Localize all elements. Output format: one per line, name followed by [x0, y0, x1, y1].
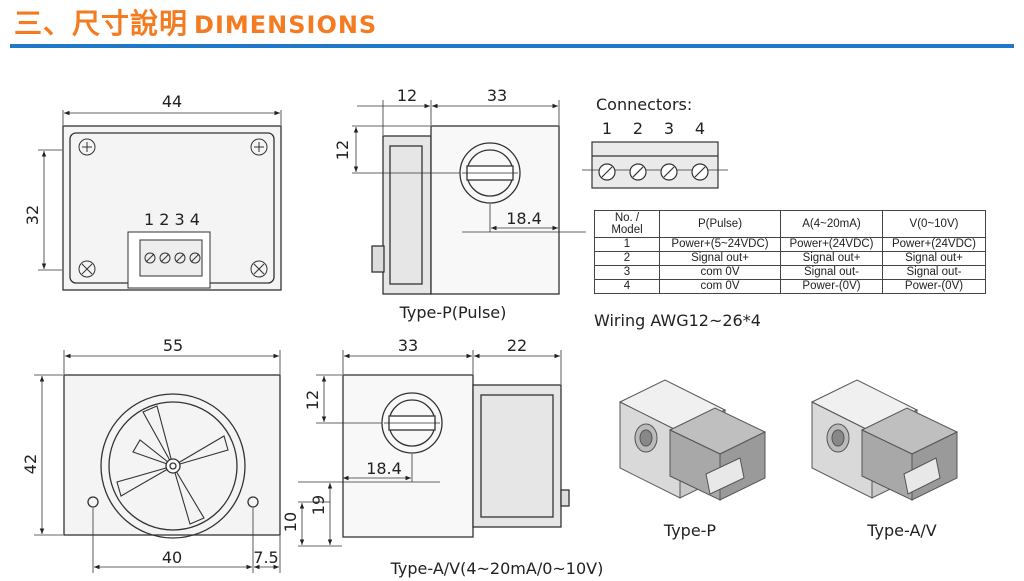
table-header: P(Pulse) [659, 210, 781, 238]
dim-18-4: 18.4 [506, 209, 542, 228]
dim-19: 19 [309, 495, 328, 515]
dim-40: 40 [162, 548, 182, 567]
dim-22: 22 [507, 336, 527, 355]
table-cell: 3 [594, 265, 660, 280]
wiring-note: Wiring AWG12~26*4 [594, 311, 761, 330]
dim-33: 33 [487, 86, 507, 105]
table-header: No. / Model [594, 210, 660, 238]
table-cell: 1 [594, 237, 660, 252]
dim-33-av: 33 [398, 336, 418, 355]
screw-icon [78, 138, 268, 278]
table-cell: Power+(24VDC) [882, 237, 986, 252]
table-cell: Signal out+ [882, 251, 986, 266]
table-row: 3 com 0V Signal out- Signal out- [594, 265, 986, 280]
terminal-numbers: 1 2 3 4 [144, 210, 200, 229]
connector-num: 2 [633, 119, 643, 138]
table-cell: Signal out+ [780, 251, 883, 266]
view-front [34, 350, 281, 573]
view-type-p [352, 100, 586, 295]
dim-7-5: 7.5 [253, 548, 278, 567]
dim-12-side: 12 [333, 140, 352, 160]
caption-iso-type-p: Type-P [663, 521, 717, 540]
dim-height-42: 42 [21, 454, 40, 474]
table-header-row: No. / Model P(Pulse) A(4~20mA) V(0~10V) [594, 210, 986, 238]
iso-type-p [618, 379, 767, 501]
table-cell: Power+(24VDC) [780, 237, 883, 252]
connectors-title: Connectors: [596, 95, 692, 114]
table-cell: 2 [594, 251, 660, 266]
connector-num: 1 [602, 119, 612, 138]
dim-height-32: 32 [23, 205, 42, 225]
title-en: DIMENSIONS [194, 11, 378, 39]
view-type-av [298, 350, 570, 547]
dim-10: 10 [281, 512, 300, 532]
dim-18-4-av: 18.4 [366, 459, 402, 478]
table-header: A(4~20mA) [780, 210, 883, 238]
header-rule [10, 44, 1014, 48]
wiring-table: No. / Model P(Pulse) A(4~20mA) V(0~10V) … [594, 210, 986, 294]
table-cell: com 0V [659, 265, 781, 280]
header-no: No. / Model [611, 212, 643, 236]
table-cell: Signal out- [882, 265, 986, 280]
dim-12-av: 12 [303, 390, 322, 410]
dim-width-44: 44 [162, 92, 182, 111]
table-cell: 4 [594, 279, 660, 294]
table-row: 1 Power+(5~24VDC) Power+(24VDC) Power+(2… [594, 237, 986, 252]
table-header: V(0~10V) [882, 210, 986, 238]
caption-type-av: Type-A/V(4~20mA/0~10V) [390, 559, 604, 578]
table-cell: Signal out+ [659, 251, 781, 266]
table-cell: com 0V [659, 279, 781, 294]
title-zh: 三、尺寸說明 [14, 7, 189, 40]
dim-width-55: 55 [163, 336, 183, 355]
view-top-left [38, 110, 282, 291]
iso-type-av [810, 379, 959, 501]
connector-num: 3 [664, 119, 674, 138]
dim-12-left: 12 [397, 86, 417, 105]
connector-num: 4 [695, 119, 705, 138]
terminal-block [127, 231, 211, 289]
connector-block [582, 141, 728, 189]
table-cell: Signal out- [780, 265, 883, 280]
table-cell: Power-(0V) [882, 279, 986, 294]
table-cell: Power+(5~24VDC) [659, 237, 781, 252]
caption-type-p-pulse: Type-P(Pulse) [399, 303, 507, 322]
table-row: 2 Signal out+ Signal out+ Signal out+ [594, 251, 986, 266]
caption-iso-type-av: Type-A/V [866, 521, 937, 540]
table-cell: Power-(0V) [780, 279, 883, 294]
table-row: 4 com 0V Power-(0V) Power-(0V) [594, 279, 986, 294]
